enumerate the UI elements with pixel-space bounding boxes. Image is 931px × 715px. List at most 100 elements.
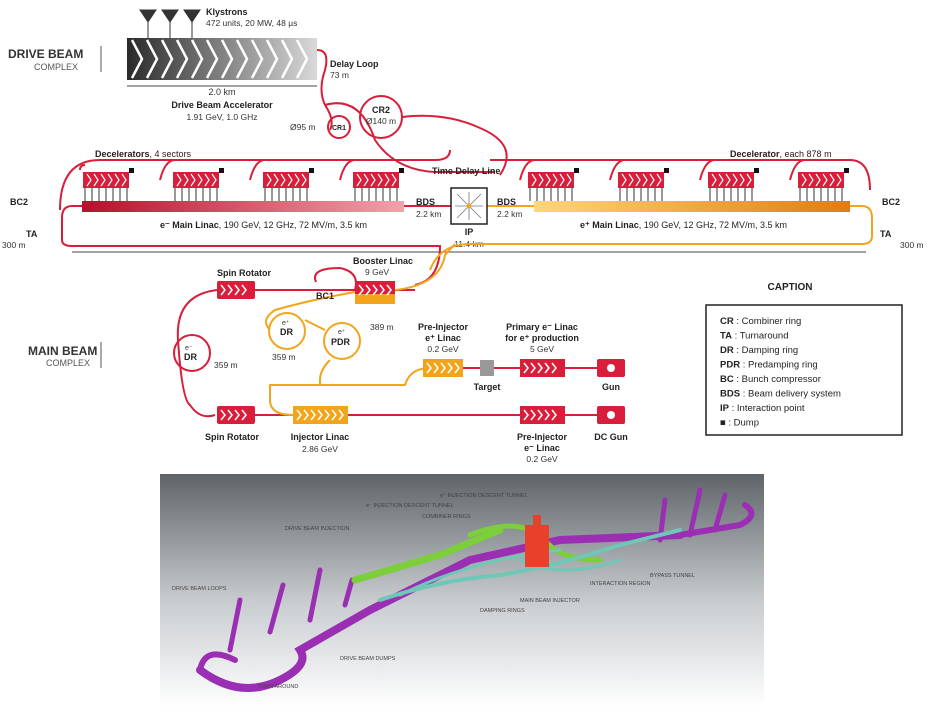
bds-left: BDS	[416, 197, 435, 207]
spin-rotator-top-label: Spin Rotator	[217, 268, 271, 278]
injector-linac-title: Injector Linac	[291, 432, 350, 442]
module-chevron	[372, 284, 378, 296]
tunnel-label: TURN AROUND	[258, 684, 298, 690]
module-chevron	[324, 409, 330, 421]
decelerator-unit	[263, 168, 314, 201]
accelerator-chevron	[235, 39, 249, 79]
preinj-electron-line2: e⁻ Linac	[524, 443, 560, 453]
spin-rotator-bottom-label: Spin Rotator	[205, 432, 259, 442]
booster-linac-detail: 9 GeV	[365, 267, 389, 277]
ta-right: TA	[880, 229, 892, 239]
drive-beam-accelerator	[127, 38, 317, 80]
module-chevron	[551, 409, 557, 421]
main-beam-title: MAIN BEAM	[28, 344, 97, 358]
accelerator-chevron	[295, 39, 309, 79]
tunnel-label: MAIN BEAM INJECTOR	[520, 598, 580, 604]
electron-dr-sup: e⁻	[185, 345, 193, 352]
spin-rotator-top	[217, 281, 255, 299]
cr2-title: CR2	[372, 105, 390, 115]
interaction-region-shaft	[533, 515, 541, 527]
primary-linac-line3: 5 GeV	[530, 344, 554, 354]
positron-dr: DR	[280, 327, 293, 337]
decelerator-units	[83, 168, 849, 201]
electron-turnaround	[61, 205, 442, 286]
accelerator-chevron	[265, 39, 279, 79]
ta-left-length: 300 m	[2, 240, 26, 250]
module-chevron	[447, 362, 453, 374]
module-chevrons	[220, 284, 557, 421]
dump-icon	[664, 168, 669, 173]
bc1-label: BC1	[316, 291, 334, 301]
module-chevron	[234, 284, 240, 296]
accelerator-chevron	[250, 39, 264, 79]
electron-dr-length: 359 m	[214, 360, 238, 370]
bc2-right: BC2	[882, 197, 900, 207]
caption-item: DR : Damping ring	[720, 345, 798, 356]
tunnel-label: COMBINER RINGS	[422, 514, 471, 520]
module-chevron	[551, 362, 557, 374]
module-chevron	[537, 362, 543, 374]
booster-linac	[355, 281, 395, 304]
primary-linac-line2: for e⁺ production	[505, 333, 579, 343]
klystron-icons	[139, 9, 201, 38]
injector-linac	[293, 406, 348, 424]
injector-linac-detail: 2.86 GeV	[302, 444, 338, 454]
module-chevron	[241, 284, 247, 296]
module-chevron	[227, 409, 233, 421]
main-beam-complex: MAIN BEAM COMPLEX	[28, 243, 628, 464]
gun	[597, 359, 625, 377]
bds-right-length: 2.2 km	[497, 209, 523, 219]
caption-item: ■ : Dump	[720, 418, 759, 429]
caption-item: TA : Turnaround	[720, 331, 788, 342]
module-chevron	[227, 284, 233, 296]
ta-left: TA	[26, 229, 38, 239]
cr2-diameter: Ø140 m	[366, 116, 396, 126]
cr1-diameter: Ø95 m	[290, 122, 316, 132]
main-beam-subtitle: COMPLEX	[46, 358, 90, 368]
dump-icon	[844, 168, 849, 173]
preinj-electron-line3: 0.2 GeV	[526, 454, 558, 464]
module-chevron	[523, 409, 529, 421]
main-linac-row: Decelerators, 4 sectors Decelerator, eac…	[2, 149, 924, 286]
accelerator-chevron	[130, 39, 144, 79]
tunnel-label: BYPASS TUNNEL	[650, 573, 695, 579]
accelerator-detail: 1.91 GeV, 1.0 GHz	[186, 112, 257, 122]
module-chevron	[220, 284, 226, 296]
decelerator-unit	[353, 168, 404, 201]
delay-loop-detail: 73 m	[330, 70, 349, 80]
preinj-positron-line2: e⁺ Linac	[425, 333, 461, 343]
drive-beam-subtitle: COMPLEX	[34, 62, 78, 72]
drive-beam-complex: DRIVE BEAM COMPLEX Klystrons 472 units, …	[8, 7, 508, 176]
preinj-electron-line1: Pre-Injector	[517, 432, 568, 442]
accelerator-chevron	[160, 39, 174, 79]
module-chevron	[379, 284, 385, 296]
positron-linac-label: e⁺ Main Linac, 190 GeV, 12 GHz, 72 MV/m,…	[580, 220, 787, 230]
module-chevron	[530, 362, 536, 374]
cr1-label: CR1	[332, 125, 346, 132]
module-chevron	[241, 409, 247, 421]
ta-right-length: 300 m	[900, 240, 924, 250]
pdr-length: 389 m	[370, 322, 394, 332]
decelerator-loops	[59, 149, 871, 211]
ip-label: IP	[465, 227, 474, 237]
module-chevron	[365, 284, 371, 296]
caption-item: PDR : Predamping ring	[720, 360, 818, 371]
interaction-region-block	[525, 525, 549, 567]
module-chevron	[530, 409, 536, 421]
target-label: Target	[474, 382, 501, 392]
accelerator-chevron	[280, 39, 294, 79]
tunnel-label: e⁻ INJECTION DESCENT TUNNEL	[366, 503, 454, 509]
preinj-positron-line1: Pre-Injector	[418, 322, 469, 332]
pdr: PDR	[331, 337, 351, 347]
decelerator-unit	[798, 168, 849, 201]
bc2-left: BC2	[10, 197, 28, 207]
dump-icon	[309, 168, 314, 173]
dump-icon	[754, 168, 759, 173]
accelerator-length: 2.0 km	[208, 87, 235, 97]
decelerators-left: Decelerators, 4 sectors	[95, 149, 192, 159]
caption-item: BC : Bunch compressor	[720, 374, 821, 385]
